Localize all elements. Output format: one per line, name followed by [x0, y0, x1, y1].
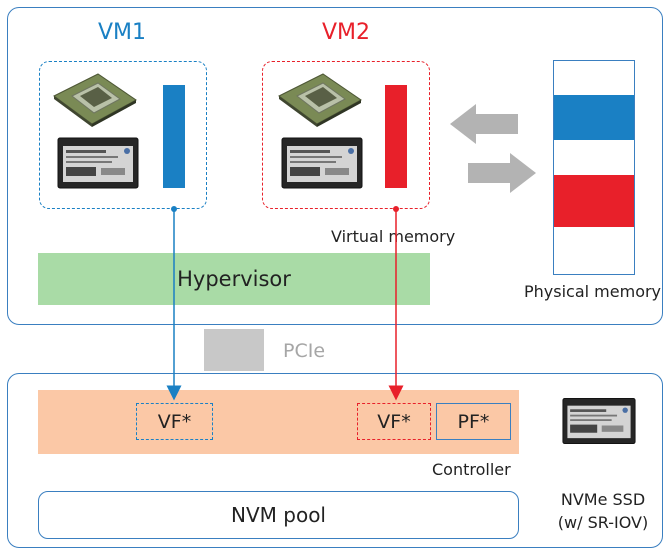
virtual-memory-label: Virtual memory [331, 227, 456, 246]
physical-memory-vm1-region [554, 95, 634, 140]
vm2-box [262, 61, 430, 209]
vm1-label: VM1 [98, 20, 147, 45]
pcie-bus [204, 329, 264, 371]
vf1-box: VF* [136, 403, 213, 440]
cpu-chip-icon [53, 73, 137, 127]
pf-label: PF* [457, 410, 490, 433]
nvm-pool-box: NVM pool [38, 491, 519, 539]
left-arrow-icon [450, 104, 518, 144]
controller-label: Controller [432, 460, 511, 479]
vm2-label: VM2 [322, 20, 371, 45]
physical-memory-vm2-region [554, 175, 634, 227]
controller-bar [38, 390, 519, 454]
ssd-icon [562, 397, 636, 445]
vm2-memory-bar [385, 85, 407, 188]
vf1-label: VF* [157, 410, 192, 433]
vf2-box: VF* [357, 403, 431, 440]
ssd-label-line1: NVMe SSD [560, 490, 646, 509]
ssd-icon [57, 137, 139, 189]
right-arrow-icon [468, 153, 536, 193]
vm1-memory-bar [163, 85, 185, 188]
cpu-chip-icon [278, 73, 362, 127]
vf2-label: VF* [377, 410, 411, 433]
vm1-box [39, 61, 207, 209]
nvm-pool-label: NVM pool [231, 503, 326, 527]
hypervisor-bar: Hypervisor [38, 253, 430, 305]
hypervisor-label: Hypervisor [177, 267, 291, 291]
ssd-label-line2: (w/ SR-IOV) [557, 513, 649, 532]
pcie-label: PCIe [283, 340, 326, 362]
pf-box: PF* [436, 403, 511, 440]
physical-memory-block [553, 60, 635, 275]
physical-memory-label: Physical memory [524, 282, 662, 301]
ssd-icon [281, 137, 363, 189]
